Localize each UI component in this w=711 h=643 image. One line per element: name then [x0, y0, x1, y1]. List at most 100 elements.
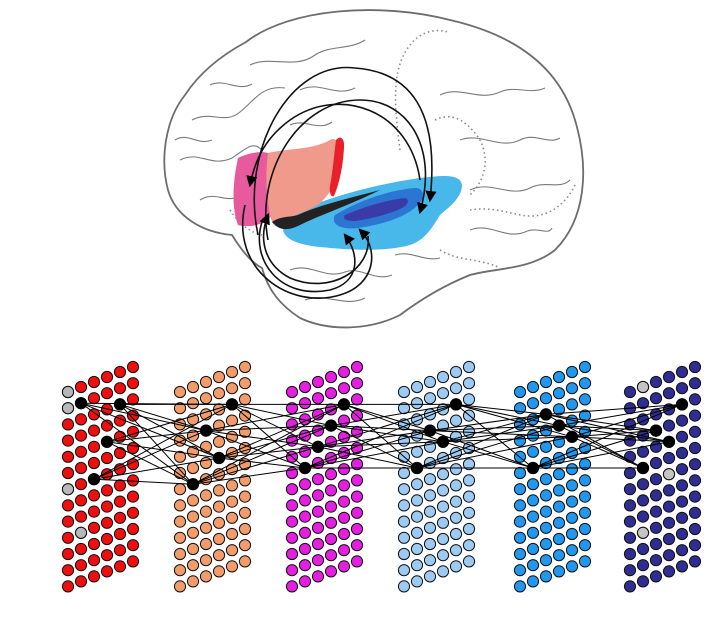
node — [578, 506, 592, 519]
node — [126, 490, 140, 503]
node — [539, 392, 553, 405]
node — [649, 537, 663, 551]
node — [662, 565, 676, 578]
node — [87, 537, 101, 551]
node — [186, 380, 200, 394]
node — [61, 564, 75, 577]
node — [113, 560, 127, 573]
node — [539, 554, 553, 567]
active-node — [565, 430, 579, 443]
node — [675, 463, 689, 476]
node — [513, 547, 527, 561]
region-dark-blue — [344, 198, 408, 221]
highlight-node — [74, 526, 88, 539]
node — [350, 377, 364, 390]
highlight-node — [61, 483, 75, 496]
node — [623, 483, 637, 496]
node — [688, 360, 702, 374]
connection-line — [205, 430, 306, 469]
node — [186, 510, 200, 523]
node — [61, 434, 75, 447]
node — [552, 549, 566, 562]
node — [298, 380, 312, 394]
node — [350, 360, 364, 374]
connection-line — [455, 403, 547, 415]
node — [173, 499, 187, 512]
node — [74, 542, 88, 556]
node — [186, 397, 200, 410]
active-node — [225, 398, 239, 411]
node — [462, 539, 476, 552]
node — [423, 554, 437, 567]
node — [212, 435, 226, 448]
node — [74, 380, 88, 394]
node — [436, 532, 450, 546]
node — [513, 515, 527, 528]
node — [324, 500, 338, 513]
sylvian-fissure — [272, 190, 380, 230]
node — [285, 580, 299, 593]
node — [311, 537, 325, 551]
node — [199, 505, 213, 518]
node — [688, 458, 702, 471]
node — [298, 478, 312, 491]
node — [526, 526, 540, 539]
node — [350, 522, 364, 536]
node — [462, 522, 476, 536]
node — [126, 506, 140, 519]
node — [173, 564, 187, 577]
connection-line — [416, 425, 560, 469]
node — [675, 446, 689, 460]
node — [61, 547, 75, 561]
connection-line — [192, 403, 345, 485]
node — [649, 570, 663, 583]
node — [100, 500, 114, 513]
node — [449, 544, 463, 557]
active-node — [410, 461, 424, 475]
node — [526, 494, 540, 507]
connection-line — [218, 403, 345, 459]
node — [662, 484, 676, 497]
node — [662, 549, 676, 562]
connection-line — [93, 478, 194, 485]
node — [578, 539, 592, 552]
node — [449, 414, 463, 427]
brain-outline — [163, 9, 585, 329]
node — [449, 479, 463, 492]
node — [113, 446, 127, 460]
node — [649, 554, 663, 567]
node — [74, 445, 88, 458]
node — [173, 580, 187, 593]
node — [397, 499, 411, 512]
node — [565, 382, 579, 395]
node — [552, 565, 566, 578]
node — [350, 490, 364, 503]
connection-line — [205, 425, 332, 432]
node — [126, 555, 140, 568]
node — [87, 424, 101, 437]
node — [578, 458, 592, 471]
node — [526, 478, 540, 491]
node — [410, 510, 424, 523]
node — [436, 468, 450, 481]
node — [649, 440, 663, 453]
node — [397, 385, 411, 399]
connection-line — [192, 467, 306, 485]
node — [61, 531, 75, 544]
node — [350, 506, 364, 519]
node — [623, 564, 637, 577]
connection-line — [205, 403, 345, 432]
node — [675, 544, 689, 557]
node — [675, 560, 689, 573]
node — [436, 387, 450, 400]
node — [337, 544, 351, 557]
node — [397, 531, 411, 544]
node — [225, 544, 239, 557]
connection-line — [442, 436, 573, 443]
node — [225, 365, 239, 379]
active-node — [100, 435, 114, 448]
connection-line — [119, 403, 207, 432]
connection-line — [532, 403, 683, 469]
node — [238, 393, 252, 406]
node — [675, 511, 689, 524]
